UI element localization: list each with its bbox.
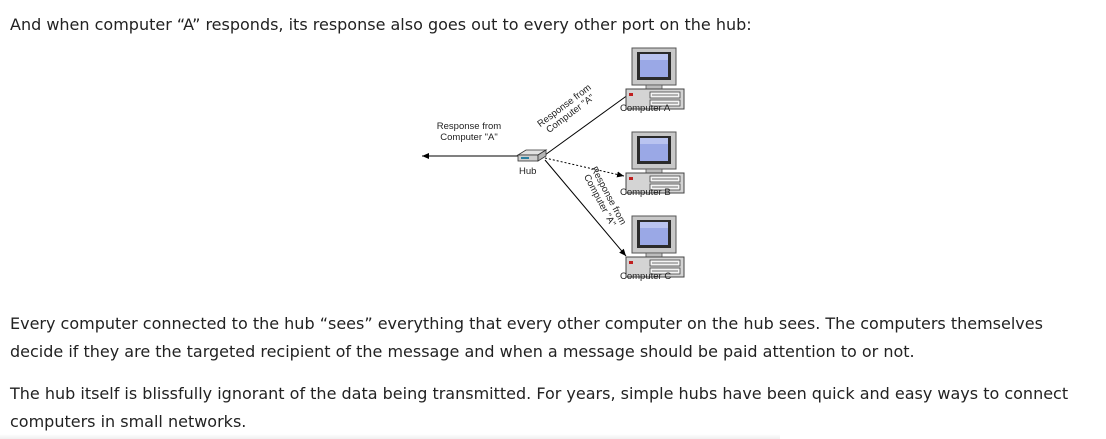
hub-diagram: Hub Computer A Computer B Computer C Res… <box>422 47 685 282</box>
computer-c-label: Computer C <box>620 271 671 282</box>
body-paragraph-2: The hub itself is blissfully ignorant of… <box>10 384 1069 431</box>
body-paragraph-1: Every computer connected to the hub “see… <box>10 314 1043 361</box>
link-line-b <box>544 157 625 178</box>
left-response-label-line2: Computer "A" <box>440 132 497 143</box>
computer-b-label: Computer B <box>620 187 671 198</box>
intro-paragraph: And when computer “A” responds, its resp… <box>10 15 752 34</box>
link-line-c <box>544 159 627 257</box>
hub-label: Hub <box>519 166 536 177</box>
computer-b-icon <box>625 131 685 194</box>
bottom-divider <box>0 434 780 439</box>
computer-c-icon <box>625 215 685 278</box>
computer-a-icon <box>625 47 685 110</box>
link-line-a <box>544 91 633 156</box>
hub-icon <box>516 149 548 162</box>
left-response-label-line1: Response from <box>437 121 502 132</box>
computer-a-label: Computer A <box>620 103 671 114</box>
